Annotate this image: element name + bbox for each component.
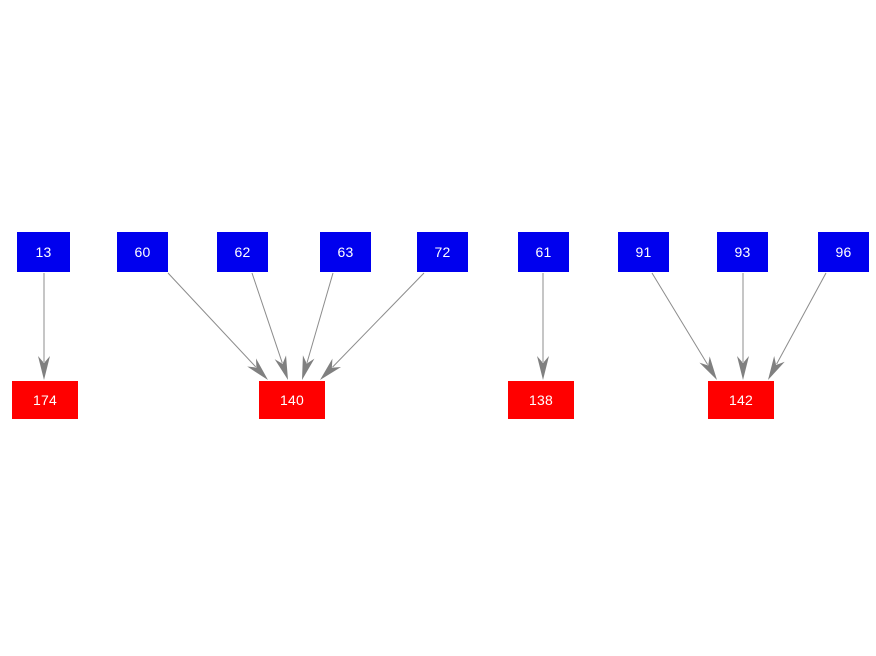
edge-line [167,272,257,368]
graph-node-label: 142 [729,392,753,408]
edge-arrowhead [247,358,268,380]
graph-node-140[interactable]: 140 [259,381,325,419]
graph-edge-91-to-142[interactable] [651,272,717,380]
graph-node-label: 61 [535,244,552,260]
graph-edge-60-to-140[interactable] [167,272,268,380]
graph-node-62[interactable]: 62 [217,232,268,272]
edge-line [251,272,283,364]
graph-node-label: 93 [734,244,751,260]
graph-node-label: 96 [835,244,852,260]
graph-node-label: 140 [280,392,304,408]
edge-arrowhead [768,356,785,380]
edge-line [332,272,425,368]
edge-arrowhead [38,356,50,380]
graph-node-label: 13 [35,244,52,260]
graph-node-label: 174 [33,392,57,408]
graph-edge-93-to-142[interactable] [737,273,749,380]
graph-node-60[interactable]: 60 [117,232,168,272]
graph-node-91[interactable]: 91 [618,232,669,272]
edge-arrowhead [302,355,315,380]
edge-line [776,272,827,365]
graph-node-93[interactable]: 93 [717,232,768,272]
graph-node-label: 138 [529,392,553,408]
graph-node-138[interactable]: 138 [508,381,574,419]
graph-node-label: 60 [134,244,151,260]
graph-node-label: 63 [337,244,354,260]
graph-node-label: 91 [635,244,652,260]
graph-edge-63-to-140[interactable] [302,272,334,380]
graph-node-label: 72 [434,244,451,260]
graph-edge-13-to-174[interactable] [38,273,50,380]
edge-arrowhead [699,356,717,380]
graph-edge-62-to-140[interactable] [251,272,288,380]
graph-edge-61-to-138[interactable] [537,273,549,380]
edge-line [651,272,709,365]
edge-arrowhead [537,356,549,380]
graph-node-96[interactable]: 96 [818,232,869,272]
graph-node-61[interactable]: 61 [518,232,569,272]
edge-arrowhead [320,358,342,380]
edge-line [306,272,334,363]
graph-node-63[interactable]: 63 [320,232,371,272]
graph-edge-96-to-142[interactable] [768,272,827,380]
graph-node-174[interactable]: 174 [12,381,78,419]
graph-edge-72-to-140[interactable] [320,272,425,380]
graph-node-72[interactable]: 72 [417,232,468,272]
edge-arrowhead [737,356,749,380]
graph-node-13[interactable]: 13 [17,232,70,272]
graph-node-label: 62 [234,244,251,260]
graph-node-142[interactable]: 142 [708,381,774,419]
edge-arrowhead [274,355,288,380]
